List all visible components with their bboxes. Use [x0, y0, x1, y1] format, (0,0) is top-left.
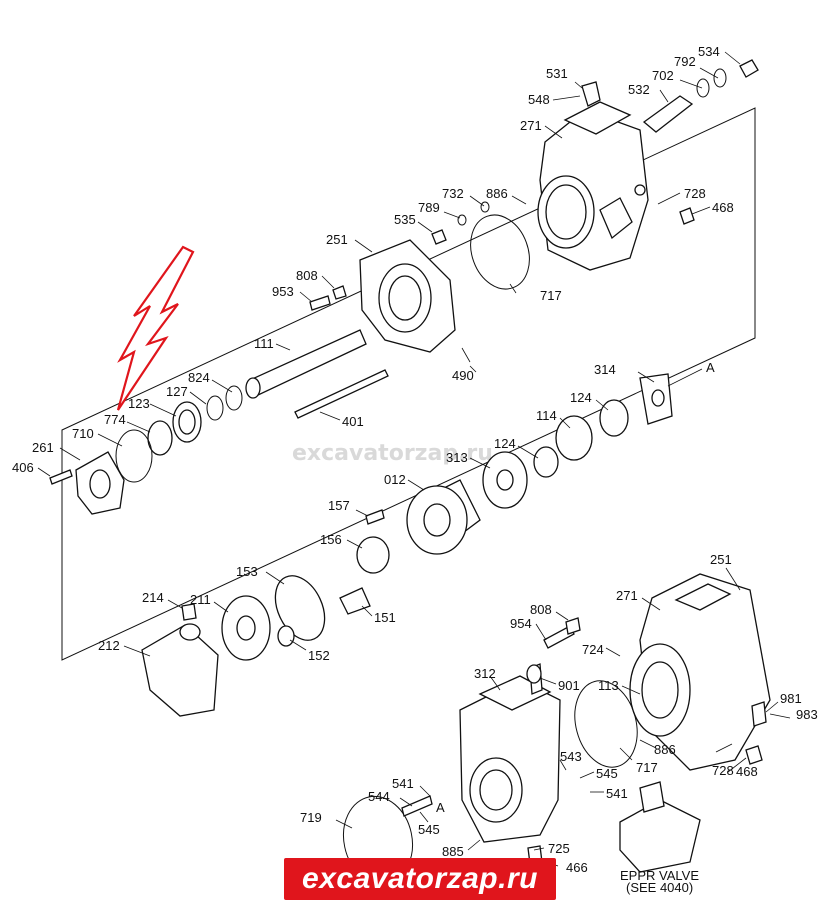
- housing-271: [537, 101, 649, 271]
- part-label: 541: [606, 786, 628, 801]
- cylinder-012: [406, 479, 481, 555]
- part-label: 534: [698, 44, 720, 59]
- eppr-label-line2: (SEE 4040): [626, 880, 693, 895]
- part-label: 156: [320, 532, 342, 547]
- part-label: 717: [636, 760, 658, 775]
- part-label: 153: [236, 564, 258, 579]
- part-label: 531: [546, 66, 568, 81]
- swash-plate-212: [141, 624, 219, 717]
- site-banner-text: excavatorzap.ru: [302, 862, 538, 895]
- part-label: 466: [566, 860, 588, 875]
- site-banner: excavatorzap.ru: [284, 858, 556, 900]
- part-label: 123: [128, 396, 150, 411]
- part-label: 543: [560, 749, 582, 764]
- part-label: 544: [368, 789, 390, 804]
- section-marker-a: A: [706, 360, 715, 375]
- part-label: 314: [594, 362, 616, 377]
- part-label: 886: [654, 742, 676, 757]
- part-label: 401: [342, 414, 364, 429]
- part-label: 251: [710, 552, 732, 567]
- section-frames: [61, 107, 756, 661]
- piston-151: [339, 587, 371, 615]
- part-label: 152: [308, 648, 330, 663]
- part-label: 490: [452, 368, 474, 383]
- part-label: 124: [570, 390, 592, 405]
- valve-532: [642, 95, 694, 133]
- o-ring-717: [470, 214, 530, 290]
- part-label: 271: [616, 588, 638, 603]
- leader-lines: [37, 51, 791, 867]
- part-label: 886: [486, 186, 508, 201]
- part-label: 251: [326, 232, 348, 247]
- part-label: 312: [474, 666, 496, 681]
- part-label: 953: [272, 284, 294, 299]
- bolt-401: [294, 369, 389, 419]
- housing-312: [459, 675, 561, 843]
- part-label: 113: [598, 678, 619, 693]
- part-label: 901: [558, 678, 580, 693]
- part-label: 983: [796, 707, 818, 722]
- part-label: 728: [684, 186, 706, 201]
- part-label: 212: [98, 638, 120, 653]
- part-label: 313: [446, 450, 468, 465]
- plate-153: [274, 575, 326, 641]
- part-label: 468: [712, 200, 734, 215]
- part-label: 792: [674, 54, 696, 69]
- part-label: 548: [528, 92, 550, 107]
- watermark-text: excavatorzap.ru: [292, 441, 493, 466]
- part-label: 717: [540, 288, 562, 303]
- part-label: 824: [188, 370, 210, 385]
- part-label: 406: [12, 460, 34, 475]
- part-label: 211: [190, 592, 211, 607]
- part-label: 702: [652, 68, 674, 83]
- part-label: 545: [596, 766, 618, 781]
- part-label: 774: [104, 412, 126, 427]
- plug-534: [739, 59, 759, 78]
- part-label: 271: [520, 118, 542, 133]
- red-arrow: [116, 245, 195, 411]
- part-label: 719: [300, 810, 322, 825]
- part-label: 789: [418, 200, 440, 215]
- part-label: 545: [418, 822, 440, 837]
- solenoid-531: [581, 81, 601, 107]
- part-label: 732: [442, 186, 464, 201]
- part-label: A: [436, 800, 445, 815]
- o-ring-717-bottom: [574, 680, 638, 768]
- part-label: 954: [510, 616, 532, 631]
- part-label: 114: [536, 408, 557, 423]
- part-label: 885: [442, 844, 464, 859]
- part-label: 535: [394, 212, 416, 227]
- part-label: 127: [166, 384, 188, 399]
- part-label: 157: [328, 498, 350, 513]
- part-label: 710: [72, 426, 94, 441]
- part-label: 151: [374, 610, 396, 625]
- part-label: 728: [712, 763, 734, 778]
- cover-251: [359, 239, 456, 353]
- part-label: 981: [780, 691, 802, 706]
- part-label: 214: [142, 590, 164, 605]
- part-label: 725: [548, 841, 570, 856]
- part-label: 724: [582, 642, 604, 657]
- part-label: 468: [736, 764, 758, 779]
- part-label: 532: [628, 82, 650, 97]
- part-label: 261: [32, 440, 54, 455]
- pump-assembly-271: [629, 573, 771, 771]
- part-label: 808: [530, 602, 552, 617]
- eppr-label-line1: EPPR VALVE: [620, 868, 699, 883]
- part-label: 111: [254, 336, 274, 351]
- part-label: 012: [384, 472, 406, 487]
- eppr-valve: [619, 781, 701, 873]
- part-label: 124: [494, 436, 516, 451]
- part-label: 541: [392, 776, 414, 791]
- part-label: 808: [296, 268, 318, 283]
